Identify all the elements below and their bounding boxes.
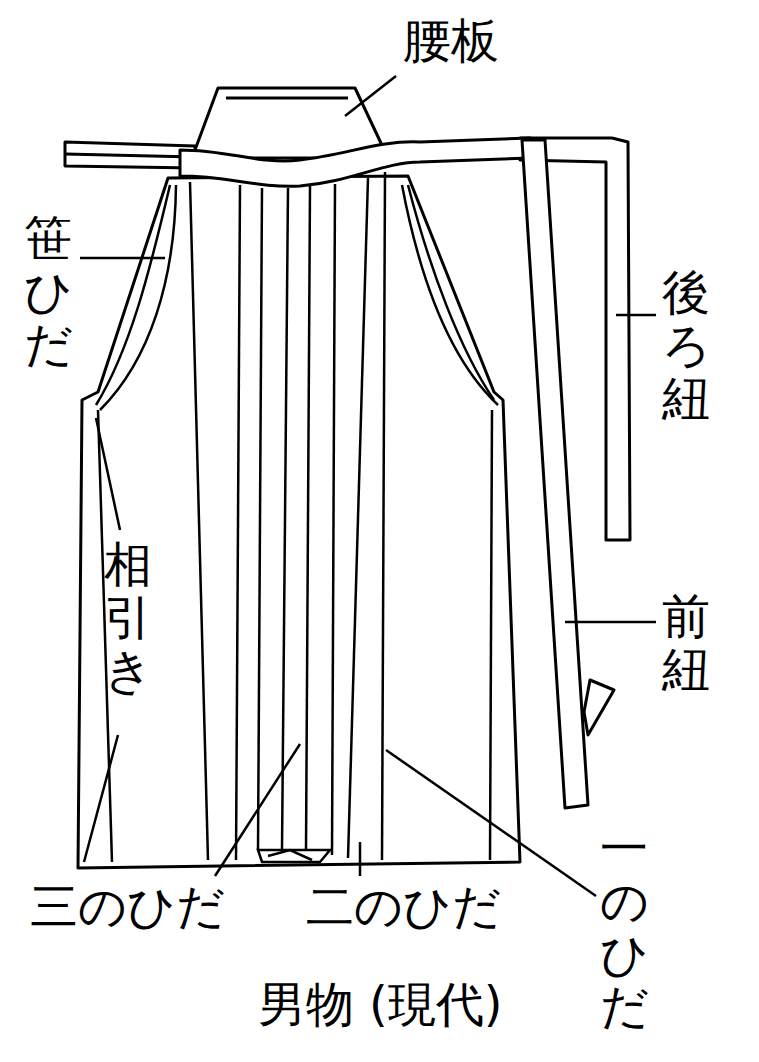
pleat-line <box>236 185 240 860</box>
side-seam <box>490 410 492 860</box>
pleat-fold <box>268 850 312 860</box>
caption: 男物 (現代) <box>258 978 503 1031</box>
left-strings-edge <box>65 154 195 157</box>
front-strap-label: 前紐 <box>662 590 710 696</box>
pleat-line <box>382 172 385 860</box>
leader-lines <box>80 76 656 896</box>
leader-line <box>616 314 656 317</box>
first-pleat-label: 一のひだ <box>600 822 648 1033</box>
waist-board-label: 腰板 <box>403 14 499 67</box>
pleat-line <box>348 178 368 858</box>
pleat-fold <box>258 850 330 862</box>
leader-line <box>565 621 656 624</box>
sasa-pleat <box>402 185 498 405</box>
pleat-line <box>332 184 335 855</box>
pleat-line <box>190 182 208 860</box>
waist-band <box>180 138 530 186</box>
waist-board <box>192 88 388 158</box>
pleat-line <box>282 188 288 850</box>
leader-line <box>386 750 596 896</box>
leader-line <box>359 842 362 876</box>
left-strings <box>65 142 195 168</box>
leader-line <box>96 418 120 530</box>
sasa-pleat <box>96 185 170 405</box>
sasa-pleat <box>100 185 176 410</box>
front-strap-end <box>584 680 614 735</box>
waist-board-edge <box>226 97 348 100</box>
leader-line <box>84 735 118 862</box>
side-seam-label: 相引き <box>104 538 152 696</box>
leader-line <box>80 257 165 260</box>
second-pleat-label: 二のひだ <box>306 880 501 933</box>
pleat-line <box>306 186 310 850</box>
leader-line <box>345 76 396 116</box>
sasa-pleat <box>408 185 494 400</box>
sasa-pleat-label: 笹ひだ <box>24 212 72 370</box>
leader-line <box>215 744 300 876</box>
hakama-body <box>78 176 520 868</box>
third-pleat-label: 三のひだ <box>30 880 225 933</box>
pleat-line <box>258 188 262 850</box>
front-strap <box>522 140 588 808</box>
back-strap-label: 後ろ紐 <box>662 266 710 424</box>
